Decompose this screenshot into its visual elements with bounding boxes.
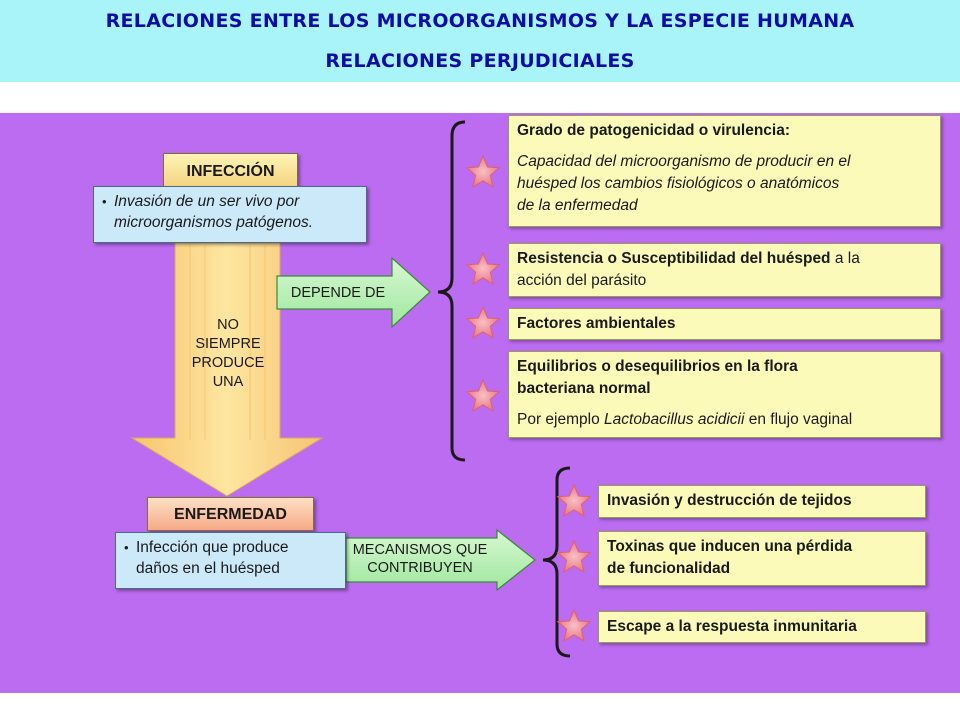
factor-virulencia-detail-1: Capacidad del microorganismo de producir… (517, 153, 851, 170)
down-arrow-line-3: PRODUCE (191, 355, 265, 371)
enfermedad-label: ENFERMEDAD (147, 497, 314, 531)
down-arrow-text: NO SIEMPRE PRODUCE UNA (176, 316, 280, 392)
star-icon (556, 539, 592, 574)
factor-virulencia: Grado de patogenicidad o virulencia: Cap… (508, 115, 941, 227)
depende-label: DEPENDE DE (290, 285, 386, 301)
mecanismos-arrow (345, 528, 536, 592)
factor-flora-example-suffix: en flujo vaginal (744, 411, 853, 428)
factor-flora-example-prefix: Por ejemplo (517, 411, 605, 428)
down-arrow-line-2: SIEMPRE (195, 336, 261, 352)
factor-virulencia-detail-2: huésped los cambios fisiológicos o anató… (517, 175, 840, 192)
factor-flora-example-species: Lactobacillus acidicii (604, 411, 745, 428)
enfermedad-def-line-1: Infección que produce (136, 539, 289, 556)
down-arrow-line-1: NO (217, 317, 239, 333)
enfermedad-definition: • Infección que produce daños en el huésp… (115, 532, 346, 589)
depende-arrow (276, 256, 431, 329)
star-icon (465, 251, 501, 286)
factor-virulencia-title: Grado de patogenicidad o virulencia: (517, 122, 791, 139)
factor-ambientales-title: Factores ambientales (517, 315, 676, 332)
infeccion-def-line-1: Invasión de un ser vivo por (114, 193, 300, 210)
mechanism-invasion: Invasión y destrucción de tejidos (598, 485, 926, 518)
infeccion-def-line-2: microorganismos patógenos. (114, 214, 314, 231)
star-icon (465, 154, 501, 189)
factor-resistencia: Resistencia o Susceptibilidad del huéspe… (508, 243, 941, 297)
bullet: • (102, 194, 107, 209)
mechanism-escape-text: Escape a la respuesta inmunitaria (607, 618, 857, 635)
mechanism-escape: Escape a la respuesta inmunitaria (598, 611, 926, 643)
down-arrow-line-4: UNA (212, 374, 244, 390)
infeccion-definition: • Invasión de un ser vivo por microorgani… (93, 186, 367, 243)
star-icon (465, 305, 501, 340)
mechanism-toxinas-line-1: Toxinas que inducen una pérdida (607, 538, 853, 555)
upper-bracket (437, 120, 466, 462)
mecanismos-label: MECANISMOS QUE CONTRIBUYEN (346, 541, 494, 577)
title-line-1: RELACIONES ENTRE LOS MICROORGANISMOS Y L… (105, 10, 855, 32)
factor-resistencia-title: Resistencia o Susceptibilidad del huéspe… (517, 250, 831, 267)
enfermedad-def-line-2: daños en el huésped (136, 560, 280, 577)
star-icon (465, 378, 501, 413)
star-icon (556, 608, 592, 643)
mechanism-toxinas: Toxinas que inducen una pérdida de funci… (598, 531, 926, 586)
infeccion-label: INFECCIÓN (163, 153, 298, 189)
factor-flora-title-2: bacteriana normal (517, 380, 651, 397)
mechanism-invasion-text: Invasión y destrucción de tejidos (607, 492, 852, 509)
mecanismos-line-1: MECANISMOS QUE (352, 542, 488, 558)
mecanismos-line-2: CONTRIBUYEN (367, 560, 473, 576)
factor-resistencia-title-rest: a la (830, 250, 860, 267)
mechanism-toxinas-line-2: de funcionalidad (607, 560, 731, 577)
header-banner: RELACIONES ENTRE LOS MICROORGANISMOS Y L… (0, 0, 960, 82)
bullet: • (124, 540, 129, 555)
star-icon (556, 483, 592, 518)
factor-flora: Equilibrios o desequilibrios en la flora… (508, 351, 941, 438)
title-line-2: RELACIONES PERJUDICIALES (325, 50, 635, 72)
lower-bracket (542, 466, 571, 658)
factor-ambientales: Factores ambientales (508, 308, 941, 340)
factor-flora-title-1: Equilibrios o desequilibrios en la flora (517, 358, 798, 375)
factor-resistencia-line-2: acción del parásito (517, 272, 647, 289)
factor-virulencia-detail-3: de la enfermedad (517, 197, 638, 214)
